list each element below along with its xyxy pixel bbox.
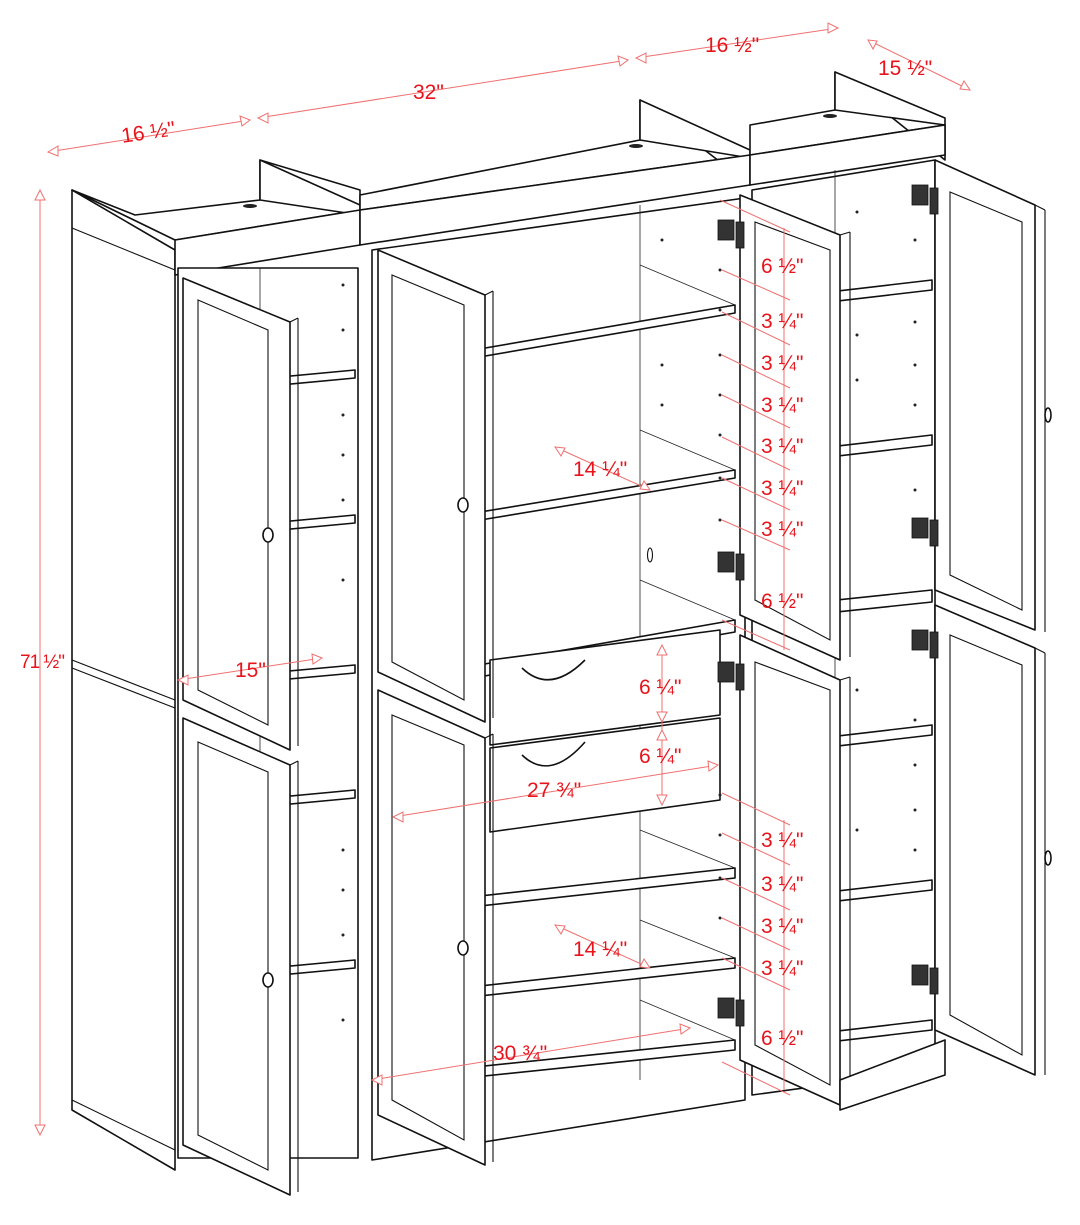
dim-center-width: 32" [413,81,444,104]
dim-upper-spacing-4: 3 ¼" [761,394,804,417]
hinge-icon [717,184,939,1027]
dimension-lines [34,22,972,1137]
dim-lower-interior-width: 30 ¾" [493,1042,548,1065]
dim-drawer-top-height: 6 ¼" [639,676,682,699]
dim-upper-spacing-3: 3 ¼" [761,352,804,375]
dim-drawer-bottom-height: 6 ¼" [639,745,682,768]
dim-overall-height: 71 ½" [20,652,65,673]
dim-lower-spacing-4: 3 ¼" [761,957,804,980]
center-cabinet [359,99,751,1166]
dim-lower-shelf-depth: 14 ¼" [573,938,628,961]
dim-lower-spacing-1: 3 ¼" [761,829,804,852]
dim-lower-spacing-3: 3 ¼" [761,915,804,938]
dim-upper-spacing-8: 6 ½" [761,590,804,613]
dim-upper-shelf-depth: 14 ¼" [573,458,628,481]
dim-depth: 15 ½" [878,57,933,80]
dim-lower-spacing-5: 6 ½" [761,1027,804,1050]
dim-drawer-width: 27 ¾" [527,779,582,802]
left-cabinet [71,159,361,1196]
dim-right-width: 16 ½" [705,34,760,57]
dim-lower-spacing-2: 3 ¼" [761,873,804,896]
dim-upper-spacing-6: 3 ¼" [761,477,804,500]
dim-upper-spacing-7: 3 ¼" [761,518,804,541]
dim-upper-spacing-2: 3 ¼" [761,310,804,333]
dim-upper-spacing-5: 3 ¼" [761,435,804,458]
dim-upper-spacing-1: 6 ½" [761,255,804,278]
dim-side-shelf-depth: 15" [235,659,266,682]
